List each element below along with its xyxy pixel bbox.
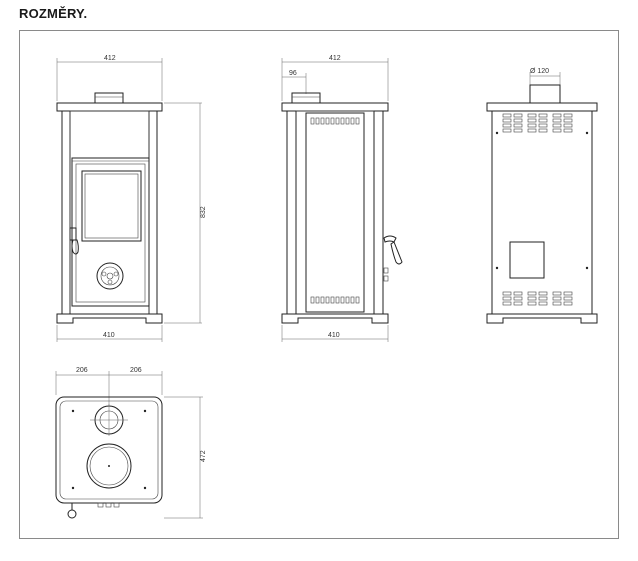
rear-view: Ø 120 [486,68,598,324]
front-height-label: 832 [200,206,207,218]
side-offset-label: 96 [289,70,297,77]
page-title: ROZMĚRY. [19,6,88,21]
rear-vents-top [502,113,573,133]
top-right-half-label: 206 [130,367,142,374]
front-bottom-width-label: 410 [103,332,115,339]
front-top-width-label: 412 [104,55,116,62]
side-top-width-label: 412 [329,55,341,62]
top-view: 206 206 472 [55,367,207,519]
top-left-half-label: 206 [76,367,88,374]
top-depth-label: 472 [200,450,207,462]
front-view: 412 832 [56,55,207,342]
side-bottom-width-label: 410 [328,332,340,339]
rear-flue-diameter-label: Ø 120 [530,68,549,75]
side-view: 412 96 [281,55,403,342]
rear-vents-bottom [502,291,573,306]
drawing-frame [19,30,619,539]
